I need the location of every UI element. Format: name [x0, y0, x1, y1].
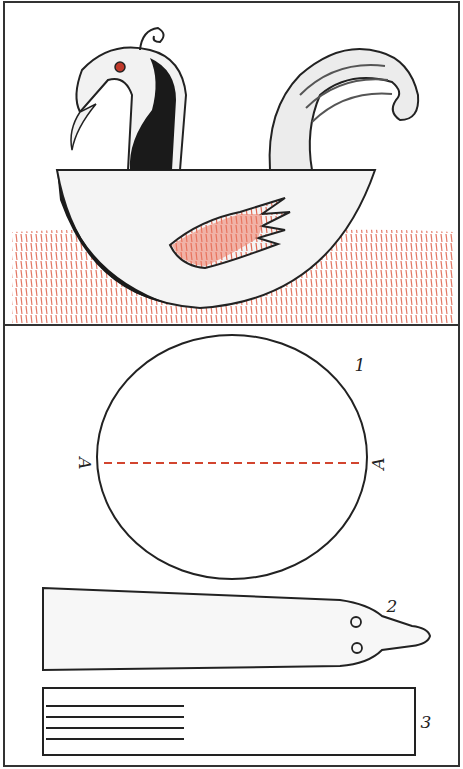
part-strip	[43, 588, 430, 670]
frame	[4, 2, 459, 766]
part-circle	[97, 335, 367, 579]
callout-number: A	[76, 457, 93, 469]
callout-number: 1	[355, 357, 366, 374]
callout-number: 2	[387, 598, 398, 615]
part-plate	[43, 688, 415, 755]
rocking-bird	[57, 28, 418, 308]
divider	[4, 324, 459, 326]
callout-number: 3	[421, 714, 432, 731]
callout-number: A	[370, 457, 387, 469]
